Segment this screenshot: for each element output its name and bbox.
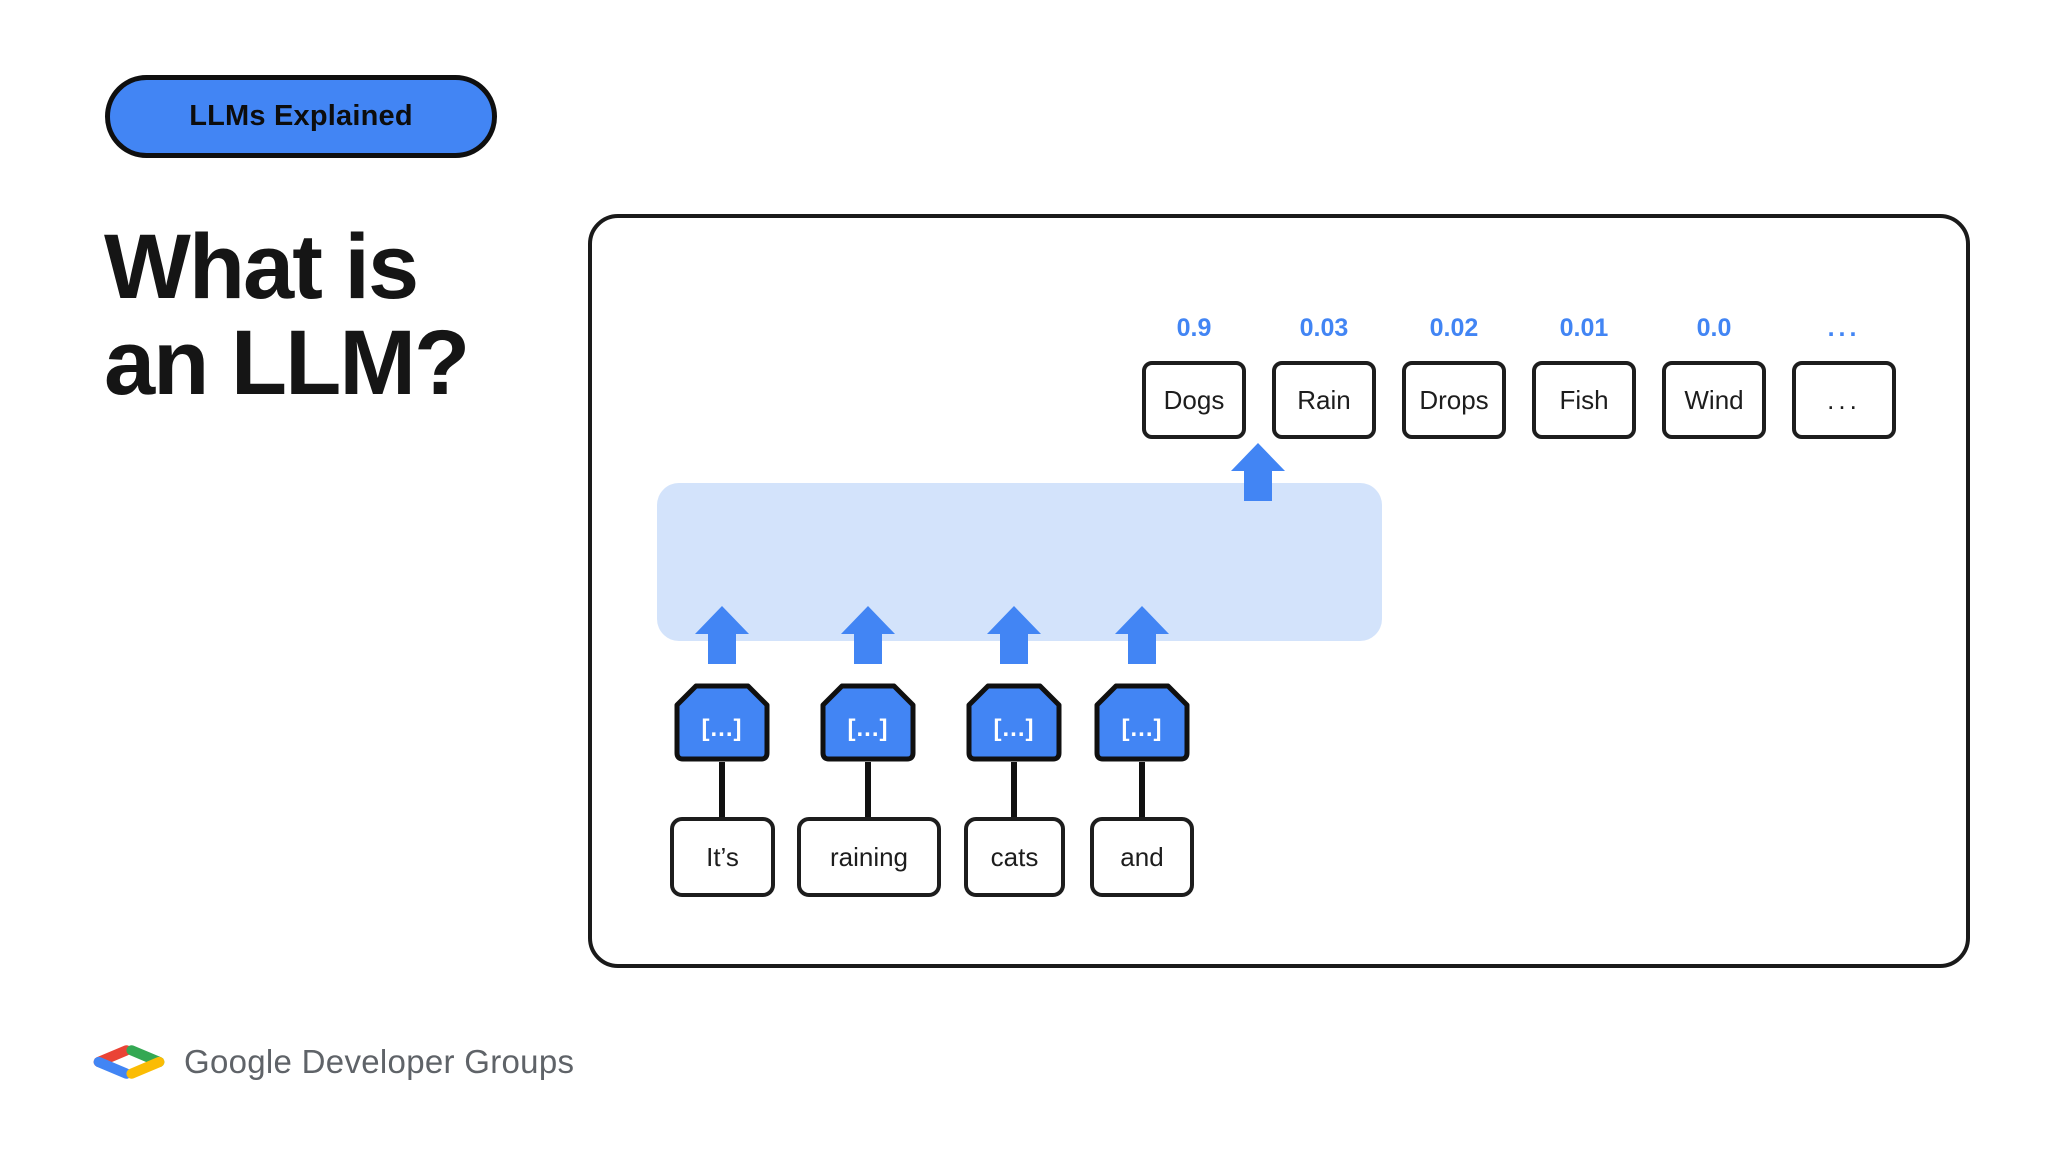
title-line-2: an LLM? [104, 312, 470, 414]
word-box-and: and [1090, 817, 1194, 897]
input-arrow-up-icon [841, 606, 895, 664]
word-box-raining: raining [797, 817, 941, 897]
input-arrow-up-icon [695, 606, 749, 664]
llms-explained-badge: LLMs Explained [105, 75, 497, 158]
probability-label: 0.02 [1429, 314, 1479, 342]
token-box-fish: Fish [1532, 361, 1636, 439]
llm-diagram-panel: 0.9 0.03 0.02 0.01 0.0 ... Dogs Rain Dro… [588, 214, 1970, 968]
token-box-ellipsis: ... [1792, 361, 1896, 439]
embedding-label: [...] [847, 714, 889, 742]
token-box-dogs: Dogs [1142, 361, 1246, 439]
footer-logo: Google Developer Groups [90, 1042, 574, 1082]
probability-label: 0.03 [1299, 314, 1349, 342]
token-box-drops: Drops [1402, 361, 1506, 439]
embedding-chip: [...] [674, 683, 770, 762]
word-box-cats: cats [964, 817, 1065, 897]
probability-label: 0.0 [1696, 314, 1732, 342]
embedding-chip: [...] [1094, 683, 1190, 762]
input-arrow-up-icon [1115, 606, 1169, 664]
probability-label: 0.9 [1176, 314, 1212, 342]
embedding-chip: [...] [820, 683, 916, 762]
footer-logo-text: Google Developer Groups [184, 1043, 575, 1080]
probability-label-ellipsis: ... [1827, 314, 1861, 342]
title-line-1: What is [104, 216, 419, 318]
connector-line [1011, 762, 1017, 819]
connector-line [1139, 762, 1145, 819]
embedding-label: [...] [1121, 714, 1163, 742]
token-box-wind: Wind [1662, 361, 1766, 439]
connector-line [865, 762, 871, 819]
embedding-label: [...] [701, 714, 743, 742]
gdg-chevrons-icon [90, 1042, 168, 1082]
connector-line [719, 762, 725, 819]
word-box-its: It’s [670, 817, 775, 897]
input-arrow-up-icon [987, 606, 1041, 664]
embedding-label: [...] [993, 714, 1035, 742]
embedding-chip: [...] [966, 683, 1062, 762]
badge-label: LLMs Explained [189, 100, 413, 132]
output-arrow-up-icon [1231, 443, 1285, 501]
probability-label: 0.01 [1559, 314, 1609, 342]
token-box-rain: Rain [1272, 361, 1376, 439]
